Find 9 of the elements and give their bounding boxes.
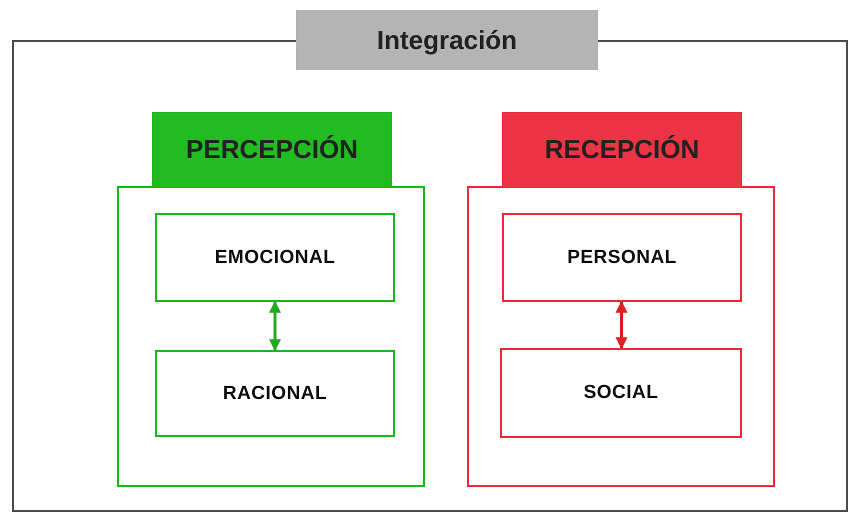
item-box: SOCIAL [500, 348, 742, 438]
group-heading: PERCEPCIÓN [152, 112, 392, 186]
group-heading: RECEPCIÓN [502, 112, 742, 186]
item-box: PERSONAL [502, 213, 742, 302]
double-arrow [616, 300, 628, 350]
double-arrow [269, 300, 281, 352]
title-tab: Integración [296, 10, 598, 70]
item-box: EMOCIONAL [155, 213, 395, 302]
item-box: RACIONAL [155, 350, 395, 437]
